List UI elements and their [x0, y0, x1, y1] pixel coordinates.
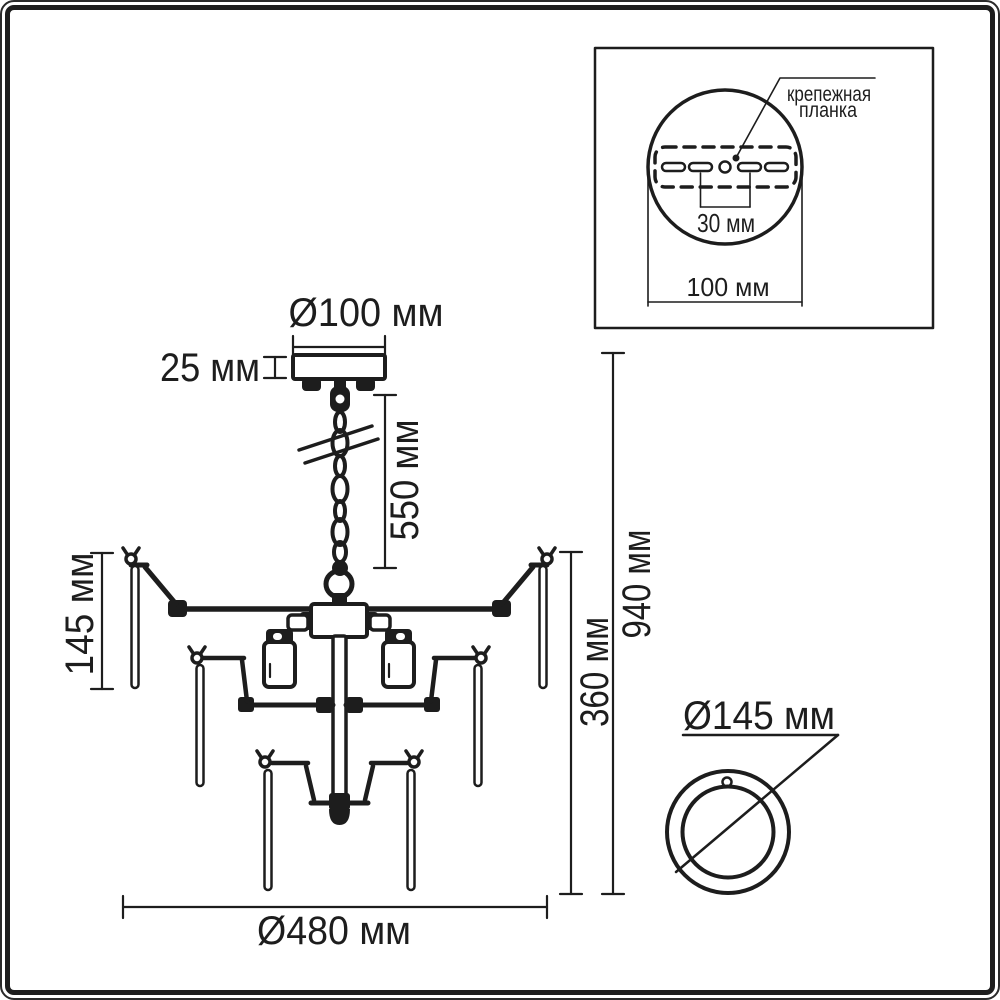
tier3-arms [255, 749, 424, 892]
arm-hook [404, 749, 424, 769]
pendant-rod [473, 663, 483, 788]
fixing-plate-callout-line1: крепежная [787, 83, 871, 106]
shade-outer-circle [665, 769, 791, 895]
suspension-chain [297, 410, 380, 576]
lamp-socket-right [368, 613, 416, 689]
dim-canopy-diameter-label: Ø100 мм [289, 291, 444, 335]
pendant-rod [195, 663, 205, 788]
dim-chain-length-label: 550 мм [383, 420, 427, 541]
chandelier-front-view [121, 353, 557, 892]
pendant-rod [263, 768, 273, 892]
plate-center-hole [718, 160, 732, 174]
plate-slots [660, 160, 790, 174]
pendant-rod [406, 768, 416, 892]
dim-canopy-height-label: 25 мм [160, 346, 260, 390]
dim-body-height-label: 360 мм [573, 617, 617, 727]
arm-hook [537, 546, 557, 566]
dim-total-height-label: 940 мм [615, 530, 659, 639]
bottom-finial [329, 809, 350, 825]
dim-line-body-height [558, 550, 584, 896]
dimension-lines [89, 334, 626, 920]
inset-border [593, 46, 935, 330]
inset-dim-100 [647, 170, 803, 307]
dim-line-canopy-height [262, 355, 288, 380]
center-hub [300, 602, 378, 639]
ceiling-canopy [291, 353, 387, 412]
dim-body-diameter-label: Ø480 мм [257, 909, 411, 953]
arm-hook [121, 546, 141, 566]
arm-hook [255, 749, 275, 769]
dim-tier-drop-label: 145 мм [58, 553, 102, 676]
pendant-rod [130, 564, 140, 690]
arm-hook [471, 645, 491, 665]
dim-line-body-diameter [121, 894, 549, 920]
fixing-plate-callout-line2: планка [799, 99, 857, 122]
shade-hole [721, 776, 733, 788]
lamp-socket-left [262, 613, 310, 689]
fixing-plate-dashed-outline [653, 145, 798, 189]
labels: Ø100 мм 25 мм 550 мм 145 мм 940 мм 360 м… [58, 83, 871, 953]
shade-diameter-leader [674, 733, 840, 874]
plate-callout-leader [732, 77, 876, 162]
dim-shade-diameter-label: Ø145 мм [683, 694, 835, 738]
inset-dim-30 [699, 172, 751, 208]
pendant-rod [538, 564, 548, 690]
inset-dim-30-label: 30 мм [697, 208, 755, 238]
inset-dim-100-label: 100 мм [687, 272, 770, 302]
shade-top-view [665, 733, 840, 895]
dim-line-total-height [600, 351, 626, 896]
hanger-ring [323, 563, 355, 606]
fixing-plate-inset [593, 46, 935, 330]
arm-hook [187, 645, 207, 665]
tier2-arms [187, 645, 491, 788]
dim-line-tier-drop [89, 551, 115, 691]
dim-line-chain-length [372, 393, 398, 570]
dim-line-canopy-diameter [291, 334, 387, 360]
center-stem [331, 634, 348, 798]
chain-break-symbol [297, 424, 380, 465]
canopy-circle [646, 88, 804, 246]
